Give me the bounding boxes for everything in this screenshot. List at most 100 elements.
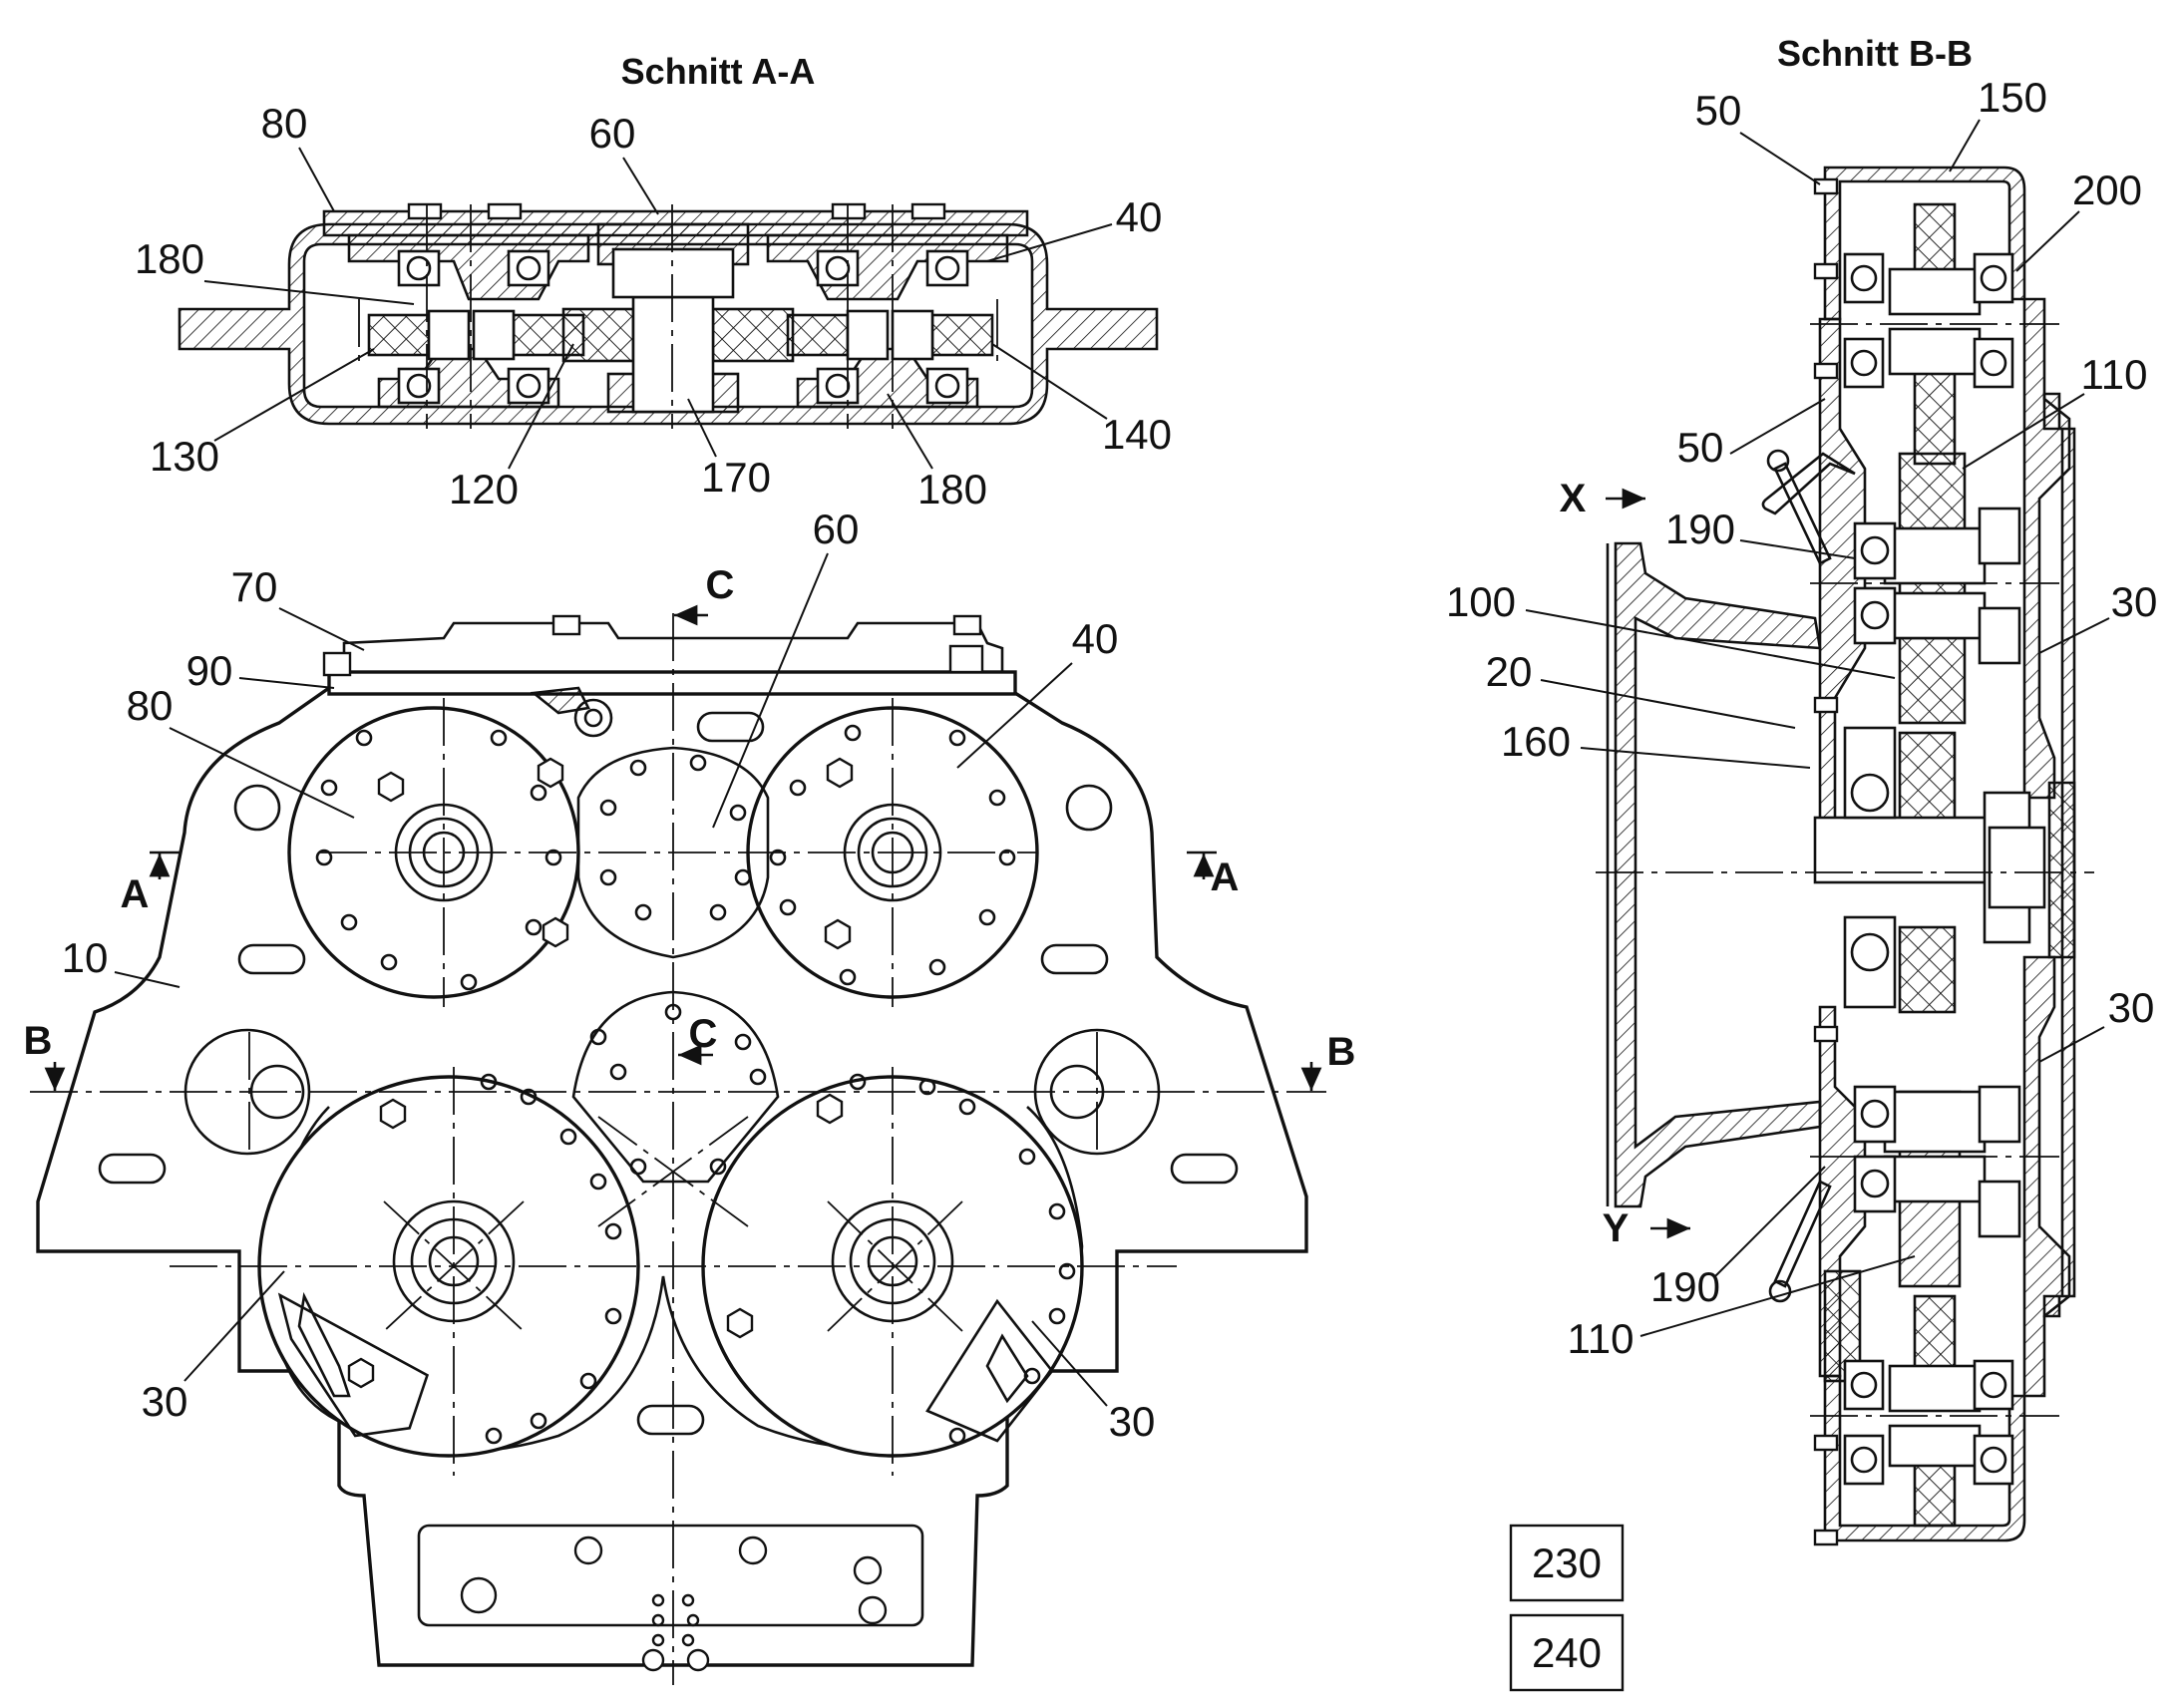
front-label-10: 10: [62, 934, 109, 981]
marker-y: Y: [1603, 1206, 1630, 1250]
bb-pin-upper-head: [1766, 449, 1790, 473]
bb-bolts: [1813, 177, 1839, 1546]
bb-label-50a: 50: [1695, 87, 1742, 134]
cover-70: [342, 621, 1004, 672]
front-leader-90: [238, 677, 335, 689]
box-240-text: 240: [1532, 1629, 1602, 1676]
bb-leader-20: [1540, 679, 1796, 729]
aa-centerlines: [358, 204, 998, 429]
cover-bolts: [322, 614, 984, 677]
aa-center-shaft: [631, 295, 715, 414]
bb-leader-50a: [1739, 132, 1821, 185]
bb-pin-lower-head: [1768, 1279, 1792, 1303]
bb-pin-lower: [1773, 1180, 1832, 1288]
bb-leader-190a: [1739, 539, 1856, 559]
bb-label-200: 200: [2072, 167, 2142, 213]
aa-label-130: 130: [150, 433, 219, 480]
oil-window-left-inner: [297, 1291, 351, 1398]
section-aa-view: Schnitt A-A: [135, 51, 1172, 512]
front-leader-10: [114, 971, 181, 988]
bb-label-110a: 110: [2081, 351, 2148, 398]
front-leader-70: [278, 607, 365, 651]
aa-label-180b: 180: [917, 466, 987, 512]
bb-leader-190b: [1714, 1166, 1826, 1277]
foot-plate: [417, 1524, 924, 1627]
section-bb-view: Schnitt B-B: [1446, 33, 2158, 1692]
aa-label-170: 170: [701, 454, 771, 501]
marker-b-left: B: [24, 1019, 53, 1063]
bb-leader-100: [1525, 609, 1896, 679]
aa-bearings: [397, 249, 969, 405]
section-aa-title: Schnitt A-A: [621, 51, 816, 92]
bearing-cover-60: [576, 746, 770, 959]
bb-label-160: 160: [1501, 718, 1571, 765]
front-label-40: 40: [1072, 615, 1119, 662]
bb-bearings: [1843, 252, 2031, 1486]
box-230-text: 230: [1532, 1539, 1602, 1586]
bb-label-100: 100: [1446, 578, 1516, 625]
bb-right-plate: [2042, 392, 2076, 1318]
bb-view-markers: X Y: [1560, 477, 1690, 1250]
box-230: [1509, 1524, 1625, 1602]
bb-leader-200: [2015, 210, 2080, 272]
aa-gear-right2: [786, 313, 850, 357]
front-centerlines: [30, 613, 1326, 1685]
upper-hex-bolts: [377, 757, 854, 950]
bb-flange: [1614, 541, 1822, 1208]
bb-label-30a: 30: [2111, 578, 2158, 625]
bb-leader-150: [1949, 119, 1981, 172]
marker-a-right: A: [1211, 855, 1240, 899]
bb-label-50b: 50: [1677, 424, 1724, 471]
aa-center-shaft-top: [611, 247, 735, 299]
oil-window-left: [277, 1292, 430, 1438]
lower-hex-bolts: [347, 1093, 844, 1389]
aa-leader-60: [622, 157, 659, 215]
bb-pin-upper: [1761, 452, 1856, 515]
section-bb-title: Schnitt B-B: [1777, 33, 1973, 74]
bb-label-20: 20: [1486, 648, 1533, 695]
bb-gear-left-low: [1823, 1269, 1862, 1383]
aa-gear-120: [561, 307, 635, 363]
cover-90: [327, 670, 1017, 696]
bb-leader-30a: [2038, 617, 2110, 654]
oil-window-right-inner: [985, 1333, 1029, 1404]
aa-gear-130: [367, 313, 431, 357]
breather-pipe: [530, 686, 590, 715]
foot-bolts: [460, 1536, 888, 1672]
aa-journal-4: [891, 309, 934, 361]
bb-gear-low: [1898, 925, 1957, 1014]
bb-label-150: 150: [1978, 74, 2047, 121]
aa-cover-bolts: [407, 202, 946, 220]
aa-journal-1: [427, 309, 471, 361]
marker-x: X: [1560, 477, 1587, 520]
aa-leader-120: [508, 343, 574, 470]
aa-leader-130: [213, 348, 375, 442]
aa-label-60: 60: [589, 110, 636, 157]
aa-label-80: 80: [261, 100, 308, 147]
breather-hole: [583, 708, 603, 728]
aa-leader-40: [986, 223, 1113, 262]
bb-leader-30b: [2038, 1026, 2105, 1063]
front-leader-30a: [183, 1270, 285, 1382]
marker-a-left: A: [121, 872, 150, 916]
housing-10: [36, 686, 1308, 1667]
section-markers: A A B B C C: [24, 563, 1355, 1091]
aa-leader-180b: [887, 393, 933, 470]
bb-label-30b: 30: [2108, 984, 2155, 1031]
bb-leader-110b: [1639, 1255, 1916, 1337]
aa-label-40: 40: [1116, 193, 1163, 240]
front-label-90: 90: [186, 647, 233, 694]
bb-leader-50b: [1729, 398, 1826, 455]
bb-label-110b: 110: [1568, 1315, 1635, 1362]
front-label-30a: 30: [142, 1378, 188, 1425]
upper-cover-bolts: [315, 724, 1016, 991]
bb-coupling-hub: [1988, 826, 2046, 909]
front-label-70: 70: [231, 563, 278, 610]
box-240: [1509, 1613, 1625, 1692]
aa-leader-80: [298, 147, 335, 212]
front-label-80: 80: [127, 682, 174, 729]
aa-gear-140: [930, 313, 994, 357]
breather-boss: [573, 698, 613, 738]
front-leader-40: [956, 662, 1073, 769]
aa-label-180a: 180: [135, 235, 204, 282]
